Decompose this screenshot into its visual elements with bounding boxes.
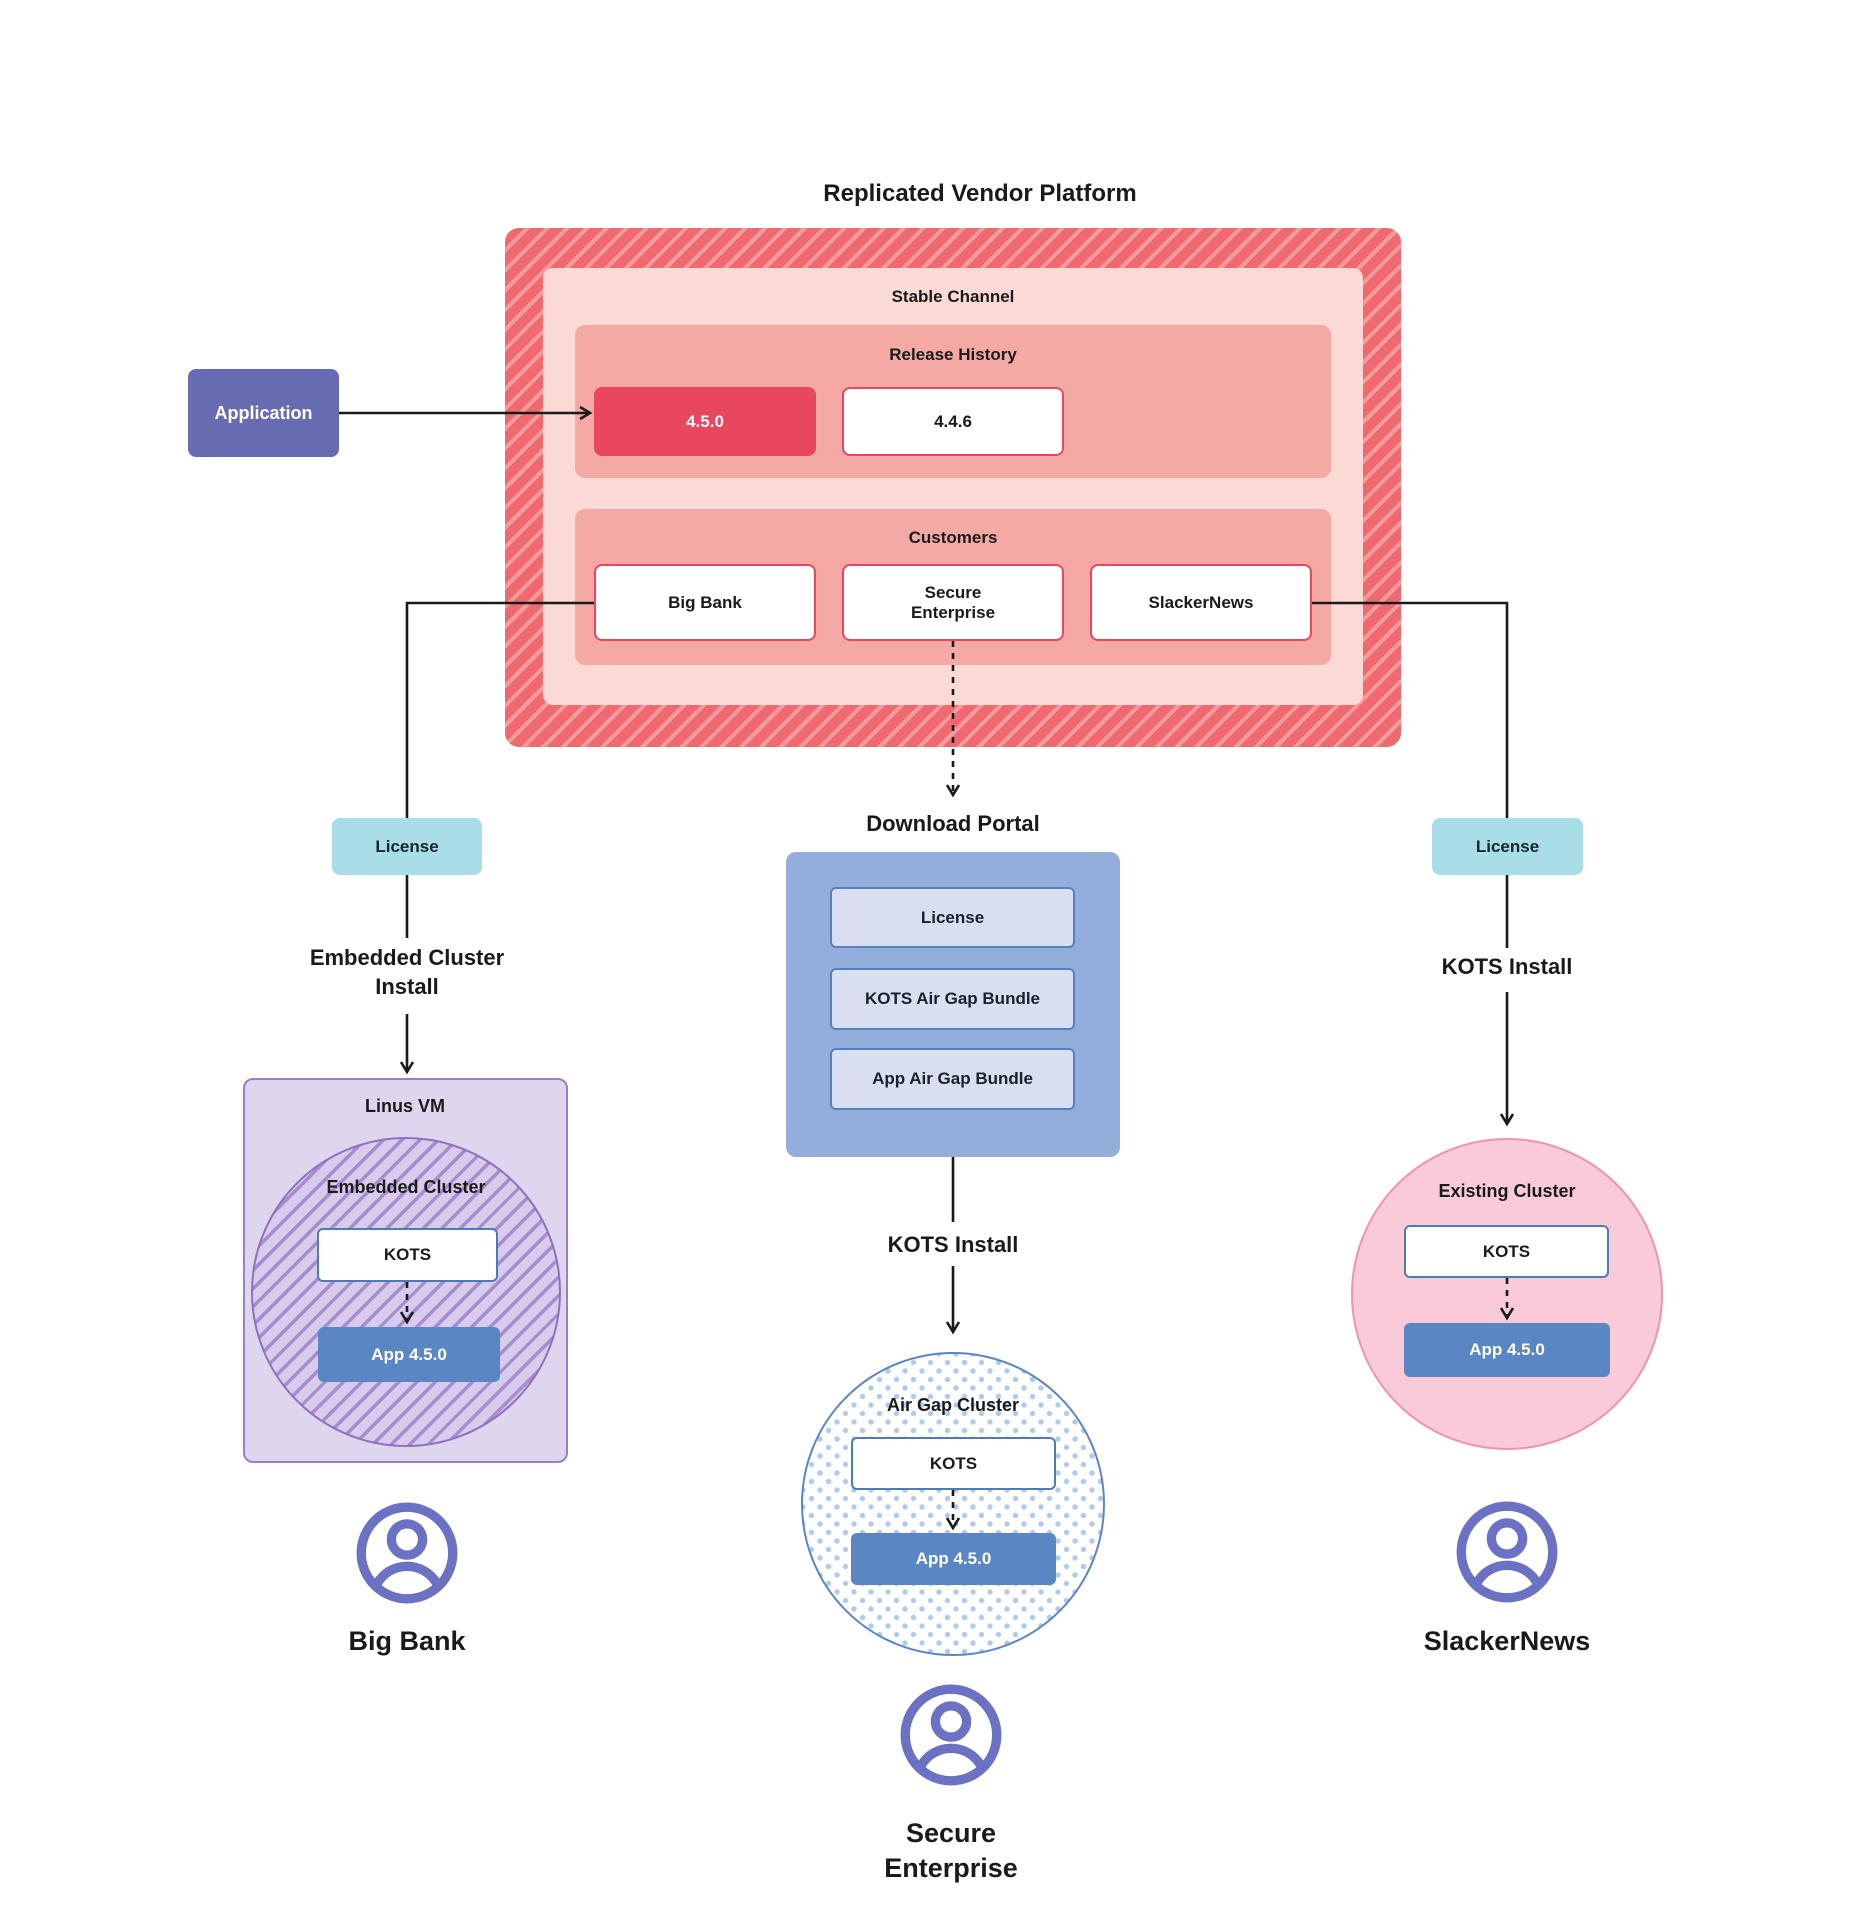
slackernews-user-label: SlackerNews: [1423, 1626, 1591, 1656]
customers-label: Customers: [908, 528, 998, 547]
user-icon: [900, 1684, 1002, 1786]
customer-secure-enterprise-label: Secure Enterprise: [910, 582, 996, 622]
embedded-cluster-install-label: Embedded Cluster Install: [309, 945, 505, 999]
user-icon: [1456, 1501, 1558, 1603]
app-version-box-middle: App 4.5.0: [851, 1533, 1056, 1585]
kots-box-middle: KOTS: [851, 1437, 1056, 1490]
license-box-right: License: [1432, 818, 1583, 875]
app-version-box-right: App 4.5.0: [1404, 1323, 1610, 1377]
portal-item-kots-bundle: KOTS Air Gap Bundle: [830, 968, 1075, 1030]
secure-enterprise-user-label: Secure Enterprise: [884, 1818, 1018, 1884]
embedded-cluster-label: Embedded Cluster: [326, 1177, 486, 1197]
customer-big-bank: Big Bank: [594, 564, 816, 641]
embedded-cluster-circle: [251, 1137, 561, 1447]
kots-box-left: KOTS: [317, 1228, 498, 1282]
big-bank-user-label: Big Bank: [348, 1626, 466, 1656]
kots-install-label-middle: KOTS Install: [887, 1232, 1019, 1257]
release-history-label: Release History: [889, 345, 1017, 364]
slackernews-user-icon: [1455, 1500, 1559, 1604]
application-box: Application: [188, 369, 339, 457]
release-version-current: 4.5.0: [594, 387, 816, 456]
user-icon: [356, 1502, 458, 1604]
license-box-left: License: [332, 818, 482, 875]
release-version-previous: 4.4.6: [842, 387, 1064, 456]
stable-channel-label: Stable Channel: [891, 287, 1015, 306]
customer-slackernews: SlackerNews: [1090, 564, 1312, 641]
big-bank-user-icon: [355, 1501, 459, 1605]
kots-box-right: KOTS: [1404, 1225, 1609, 1278]
portal-item-app-bundle: App Air Gap Bundle: [830, 1048, 1075, 1110]
air-gap-cluster-label: Air Gap Cluster: [886, 1395, 1020, 1415]
portal-item-license: License: [830, 887, 1075, 948]
secure-enterprise-user-icon: [899, 1683, 1003, 1787]
app-version-box-left: App 4.5.0: [318, 1327, 500, 1382]
customer-secure-enterprise: Secure Enterprise: [842, 564, 1064, 641]
existing-cluster-label: Existing Cluster: [1438, 1181, 1576, 1201]
diagram-title: Replicated Vendor Platform: [823, 180, 1137, 207]
linus-vm-label: Linus VM: [365, 1096, 445, 1116]
kots-install-label-right: KOTS Install: [1441, 954, 1573, 979]
download-portal-label: Download Portal: [866, 811, 1040, 836]
